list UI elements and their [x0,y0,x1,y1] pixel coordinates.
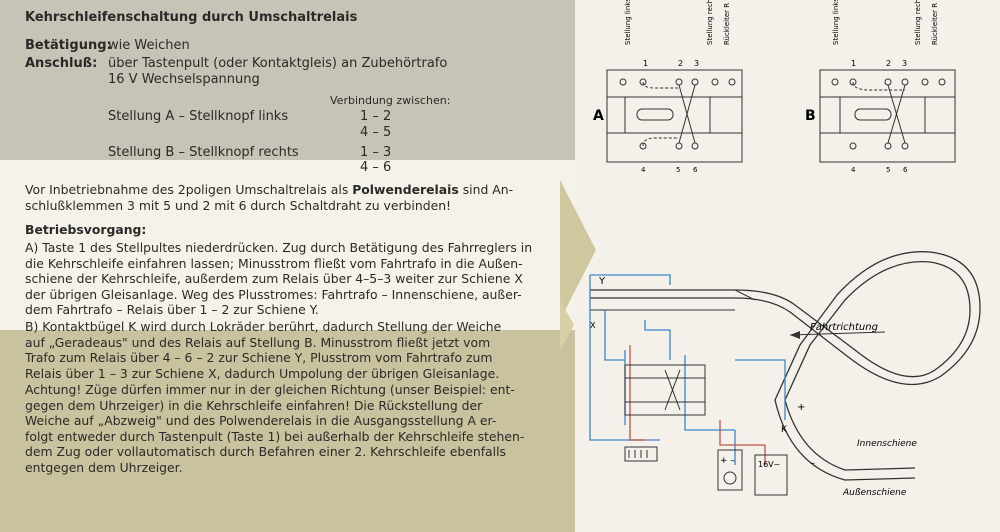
track-wiring-diagram: + – 16V~ Y X K + – Fahrtrichtung Innensc… [589,251,981,498]
relay-b-num-5: 5 [886,166,890,174]
achtung-paragraph: Achtung! Züge dürfen immer nur in der gl… [25,382,545,476]
achtung-line: folgt entweder durch Tastenpult (Taste 1… [25,428,525,444]
relay-diagram-a: Stellung links Stellung rechts Rückleite… [593,0,743,174]
label-y: Y [598,276,606,287]
olive-band [0,330,575,532]
para-a-line: der übrigen Gleisanlage. Weg des Plusstr… [25,286,522,302]
tastenpult-icon [624,446,658,462]
zubehoertrafo-icon [754,454,788,496]
vor-line-2: schlußklemmen 3 mit 5 und 2 mit 6 durch … [25,197,452,213]
fahrtrichtung-label: Fahrtrichtung [810,322,878,333]
paragraph-a: A) Taste 1 des Stellpultes niederdrücken… [25,240,545,318]
label-x: X [590,321,596,330]
relay-b-num-2: 2 [886,59,891,68]
innenschiene-label: Innenschiene [857,439,917,449]
label-plus: + [797,402,805,413]
relay-a-letter: A [593,108,604,124]
direction-arrow-icon [790,331,800,339]
gray-band [0,0,575,160]
anschluss-line2: 16 V Wechselspannung [108,72,260,87]
trafo-16v-label: 16V~ [758,460,780,469]
relay-a-label-rechts: Stellung rechts [706,0,714,45]
relay-b-letter: B [805,108,816,124]
trafo-plus-minus: + – [720,456,735,466]
para-b-line: Relais über 1 – 3 zur Schiene X, dadurch… [25,365,500,381]
betaetigung-value: wie Weichen [108,38,190,53]
relay-a-num-2: 2 [678,59,683,68]
relay-b-num-4: 4 [851,166,856,174]
vor-line-1: Vor Inbetriebnahme des 2poligen Umschalt… [25,182,514,197]
stellung-b-conn1: 1 – 3 [360,145,392,160]
relay-b-label-rechts: Stellung rechts [914,0,922,45]
anschluss-line1: über Tastenpult (oder Kontaktgleis) an Z… [108,56,448,71]
para-b-line: Trafo zum Relais über 4 – 6 – 2 zur Schi… [25,350,493,366]
achtung-line: Achtung! Züge dürfen immer nur in der gl… [25,382,515,397]
para-b-line: auf „Geradeaus" und des Relais auf Stell… [25,334,491,350]
para-a-line: dem Fahrtrafo – Relais über 1 – 2 zur Sc… [25,302,319,318]
anschluss-label: Anschluß: [25,56,98,71]
achtung-line: dem Zug oder vollautomatisch durch Befah… [25,444,506,460]
relay-b-num-3: 3 [902,59,907,68]
aussenschiene-label: Außenschiene [842,488,907,498]
relay-a-num-3: 3 [694,59,699,68]
achtung-line: entgegen dem Uhrzeiger. [25,459,183,475]
relay-diagram-b: Stellung links Stellung rechts Rückleite… [805,0,956,174]
relay-b-label-rueck: Rückleiter R [931,3,939,45]
stellung-a-conn2: 4 – 5 [360,125,392,140]
relay-a-num-1: 1 [643,59,648,68]
relay-a-num-5: 5 [676,166,680,174]
para-a-line: schiene der Kehrschleife, außerdem zum R… [25,271,523,287]
label-minus: – [810,458,815,469]
betriebsvorgang-heading: Betriebsvorgang: [25,222,147,237]
relay-b-label-links: Stellung links [832,0,840,45]
blue-wires [589,274,786,465]
relay-a-label-links: Stellung links [624,0,632,45]
olive-triangle [560,180,596,320]
stellung-a-conn1: 1 – 2 [360,109,392,124]
wiring-diagrams: Stellung links Stellung rechts Rückleite… [589,0,981,498]
stellung-b-conn2: 4 – 6 [360,160,392,175]
relay-a-label-rueck: Rückleiter R [723,3,731,45]
relay-b-num-6: 6 [903,166,908,174]
betaetigung-label: Betätigung: [25,38,112,53]
para-a-line: die Kehrschleife einfahren lassen; Minus… [25,255,523,271]
achtung-line: Weiche auf „Abzweig" und des Polwenderel… [25,413,497,429]
tan-triangle [560,300,574,350]
page-title: Kehrschleifenschaltung durch Umschaltrel… [25,10,358,25]
achtung-line: gegen dem Uhrzeiger) in die Kehrschleife… [25,397,483,413]
fahrtrafo-icon [717,449,743,491]
para-a-line: A) Taste 1 des Stellpultes niederdrücken… [25,240,533,255]
paragraph-b: B) Kontaktbügel K wird durch Lokräder be… [25,319,545,381]
relay-b-num-1: 1 [851,59,856,68]
verbindung-header: Verbindung zwischen: [330,94,451,107]
stellung-b-label: Stellung B – Stellknopf rechts [108,145,299,160]
white-band [0,160,575,330]
relay-a-num-6: 6 [693,166,698,174]
relay-a-num-4: 4 [641,166,646,174]
para-b-line: B) Kontaktbügel K wird durch Lokräder be… [25,319,502,334]
polwenderelais-keyword: Polwenderelais [352,182,459,197]
vor-inbetriebnahme-paragraph: Vor Inbetriebnahme des 2poligen Umschalt… [25,182,545,213]
label-k: K [781,425,788,435]
stellung-a-label: Stellung A – Stellknopf links [108,109,289,124]
